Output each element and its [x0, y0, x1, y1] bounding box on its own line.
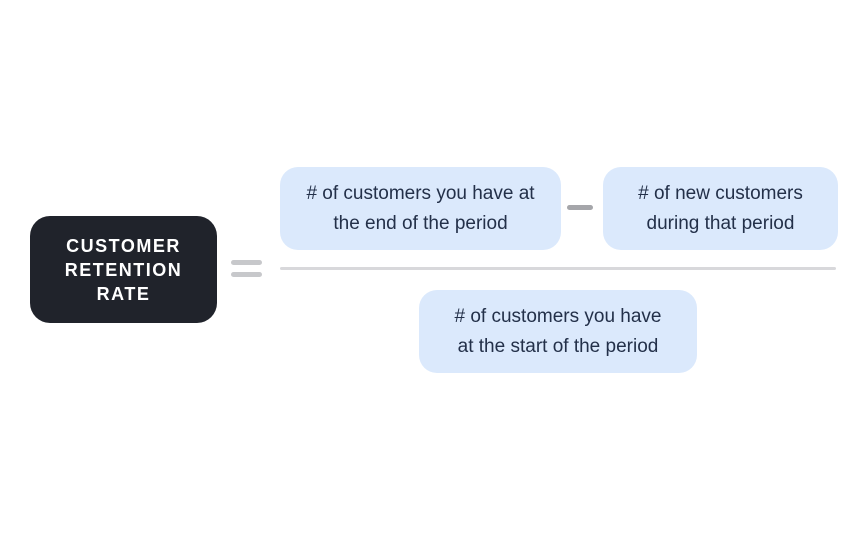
- numerator-end-of-period-pill: # of customers you have at the end of th…: [280, 167, 561, 250]
- denominator-line-1: # of customers you have: [454, 305, 662, 327]
- equals-bar-top: [231, 260, 262, 265]
- term-line-3: RATE: [96, 283, 151, 304]
- equals-bar-bottom: [231, 272, 262, 277]
- numerator-new-line-2: during that period: [646, 212, 795, 234]
- numerator-new-line-1: # of new customers: [638, 182, 803, 204]
- denominator-start-of-period-pill: # of customers you have at the start of …: [419, 290, 697, 373]
- fraction-divider-bar: [280, 267, 836, 270]
- numerator-end-line-1: # of customers you have at: [306, 182, 535, 204]
- denominator-line-2: at the start of the period: [457, 335, 659, 357]
- minus-icon: [567, 205, 593, 210]
- term-box: CUSTOMER RETENTION RATE: [30, 216, 217, 323]
- term-line-2: RETENTION: [64, 259, 183, 280]
- term-line-1: CUSTOMER: [66, 235, 181, 256]
- equals-icon: [231, 260, 262, 277]
- numerator-new-customers-pill: # of new customers during that period: [603, 167, 838, 250]
- numerator-end-line-2: the end of the period: [333, 212, 508, 234]
